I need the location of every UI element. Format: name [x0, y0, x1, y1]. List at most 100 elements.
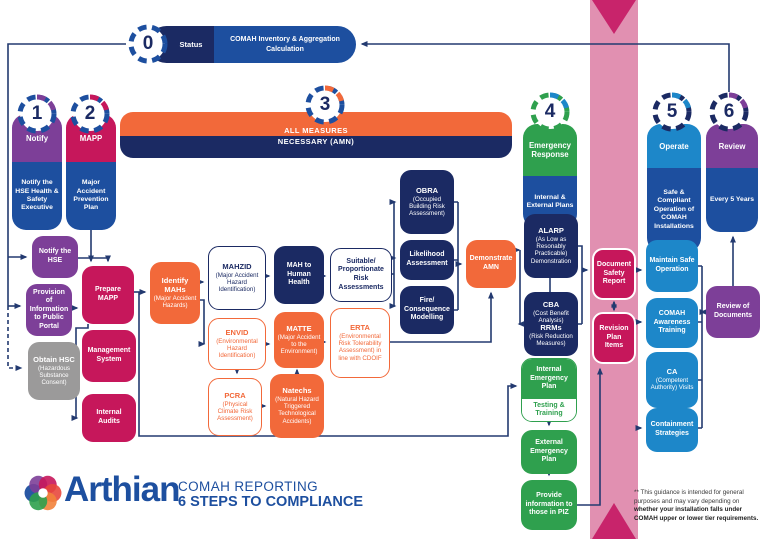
node-sub: (Natural Hazard Triggered Technological …: [275, 396, 319, 425]
node-text: External Emergency Plan: [530, 439, 568, 464]
step1-badge: 1: [15, 92, 59, 136]
footer-line1: COMAH REPORTING: [178, 479, 319, 494]
node-title: PCRA: [224, 390, 246, 400]
footnote-line1: ** This guidance is intended for general: [634, 489, 744, 496]
node-obtain-hsc: Obtain HSC (Hazardous Substance Consent): [28, 342, 80, 400]
node-maintain-safe-operation: Maintain Safe Operation: [646, 240, 698, 292]
node-title: CA: [666, 367, 678, 377]
node-title: MATTE: [286, 323, 312, 333]
node-sub: (Environmental Risk Tolerability Assessm…: [338, 333, 382, 362]
step5-body: Safe & Compliant Operation of COMAH Inst…: [647, 168, 701, 252]
footnote-line4: COMAH upper or lower tier requirements.: [634, 514, 759, 522]
step4-number: 4: [544, 101, 556, 122]
node-likelihood-assessment: Likelihood Assessment: [400, 240, 454, 280]
node-text: Management System: [87, 347, 131, 363]
node-text: Internal Audits: [96, 409, 122, 425]
node-title: ENVID: [225, 327, 249, 337]
step6-header: Review: [706, 124, 758, 168]
node-title: OBRA: [415, 185, 439, 195]
node-notify-hse: Notify the HSE: [32, 236, 78, 278]
step0-status-pill: Status COMAH Inventory & Aggregation Cal…: [148, 26, 356, 63]
node-title: ALARP: [538, 226, 564, 236]
node-provide-information-piz: Provide information to those in PIZ: [521, 480, 577, 530]
node-sub: (Hazardous Substance Consent): [38, 364, 70, 386]
node-text: Likelihood Assessment: [406, 251, 448, 267]
node-internal-audits: Internal Audits: [82, 394, 136, 442]
node-obra: OBRA (Occupied Building Risk Assessment): [400, 170, 454, 234]
arthian-logo-icon: [24, 475, 62, 511]
node-management-system: Management System: [82, 330, 136, 382]
node-sub: (Cost Benefit Analysis): [533, 309, 569, 324]
footnote: ** This guidance is intended for general…: [634, 489, 764, 523]
step3-amn-banner: ALL MEASURES NECESSARY (AMN): [120, 112, 512, 158]
node-document-safety-report: Document Safety Report: [592, 248, 636, 300]
node-sub: (Major Accident Hazard Identification): [215, 271, 259, 293]
node-internal-emergency-plan: Internal Emergency Plan Testing & Traini…: [521, 358, 577, 422]
pink-arrow-up-icon: [592, 503, 636, 539]
node-text: Suitable/ Proportionate Risk Assessments: [338, 257, 384, 291]
node-mah-human-health: MAH to Human Health: [274, 246, 324, 304]
node-text: MAH to Human Health: [286, 262, 312, 287]
step2-number: 2: [84, 103, 96, 124]
node-fire-consequence-modelling: Fire/ Consequence Modelling: [400, 286, 454, 334]
amn-banner-line2: NECESSARY (AMN): [120, 135, 512, 158]
node-erta: ERTA (Environmental Risk Tolerability As…: [330, 308, 390, 378]
node-ca-visits: CA (Competent Authority) Visits: [646, 352, 698, 408]
footer-line2: 6 STEPS TO COMPLIANCE: [178, 494, 364, 510]
node-alarp: ALARP (As Low as Resonably Practicable) …: [524, 214, 578, 278]
step6-body: Every 5 Years: [706, 168, 758, 232]
node-title: CBA: [542, 299, 560, 309]
step2-body: Major Accident Prevention Plan: [66, 162, 116, 230]
brand-wordmark: Arthian: [64, 470, 180, 509]
node-text: Prepare MAPP: [94, 286, 122, 302]
node-comah-awareness-training: COMAH Awareness Training: [646, 298, 698, 348]
node-sub: (Competent Authority) Visits: [650, 377, 694, 392]
step0-number: 0: [142, 33, 154, 54]
footnote-line2: purposes and may vary depending on: [634, 497, 740, 505]
step2-badge: 2: [68, 92, 112, 136]
step1-number: 1: [31, 103, 43, 124]
step4-column: Emergency Response Internal & External P…: [523, 124, 577, 228]
node-sub: (Occupied Building Risk Assessment): [409, 195, 445, 217]
node-text: Notify the HSE: [38, 248, 72, 264]
node-containment-strategies: Containment Strategies: [646, 408, 698, 452]
step3-badge: 3: [303, 83, 347, 127]
pink-arrow-down-icon: [592, 0, 636, 34]
node-title: Obtain HSC: [33, 354, 75, 364]
node-review-of-documents: Review of Documents: [706, 286, 760, 338]
node-sub: (Environmental Hazard Identification): [216, 337, 258, 359]
node-suitable-risk-assessments: Suitable/ Proportionate Risk Assessments: [330, 248, 392, 302]
node-title: ERTA: [350, 323, 370, 333]
node-pcra: PCRA (Physical Climate Risk Assessment): [208, 378, 262, 436]
node-external-emergency-plan: External Emergency Plan: [521, 430, 577, 474]
node-text: Provision of Information to Public Porta…: [29, 288, 69, 330]
node-text: Internal Emergency Plan: [522, 359, 576, 399]
node-mahzid: MAHZID (Major Accident Hazard Identifica…: [208, 246, 266, 310]
node-provision-public-portal: Provision of Information to Public Porta…: [26, 284, 72, 336]
node-matte: MATTE (Major Accident to the Environment…: [274, 312, 324, 368]
step4-header: Emergency Response: [523, 124, 577, 176]
node-sub: (Major Accident to the Environment): [277, 333, 321, 355]
node-identify-mahs: Identify MAHs (Major Accident Hazards): [150, 262, 200, 324]
node-text: Provide information to those in PIZ: [525, 492, 573, 517]
step4-badge: 4: [528, 90, 572, 134]
status-body: COMAH Inventory & Aggregation Calculatio…: [214, 26, 356, 63]
step5-badge: 5: [650, 90, 694, 134]
step3-number: 3: [319, 94, 331, 115]
node-text: Maintain Safe Operation: [649, 257, 695, 273]
node-sub: (As Low as Resonably Practicable) Demons…: [530, 236, 572, 265]
step5-column: Operate Safe & Compliant Operation of CO…: [647, 124, 701, 252]
step6-number: 6: [723, 101, 735, 122]
node-text: Review of Documents: [713, 303, 753, 319]
node-sub: (Physical Climate Risk Assessment): [217, 400, 253, 422]
node-title: Identify MAHs: [161, 276, 189, 294]
node-text: Demonstrate AMN: [469, 255, 513, 271]
node-text: Fire/ Consequence Modelling: [404, 297, 450, 322]
step5-number: 5: [666, 101, 678, 122]
step0-badge: 0: [126, 22, 170, 66]
node-sub: (Major Accident Hazards): [153, 294, 197, 309]
node-testing-training: Testing & Training: [522, 399, 576, 421]
node-sub2: (Risk Reduction Measures): [529, 332, 573, 347]
step6-column: Review Every 5 Years: [706, 124, 758, 232]
